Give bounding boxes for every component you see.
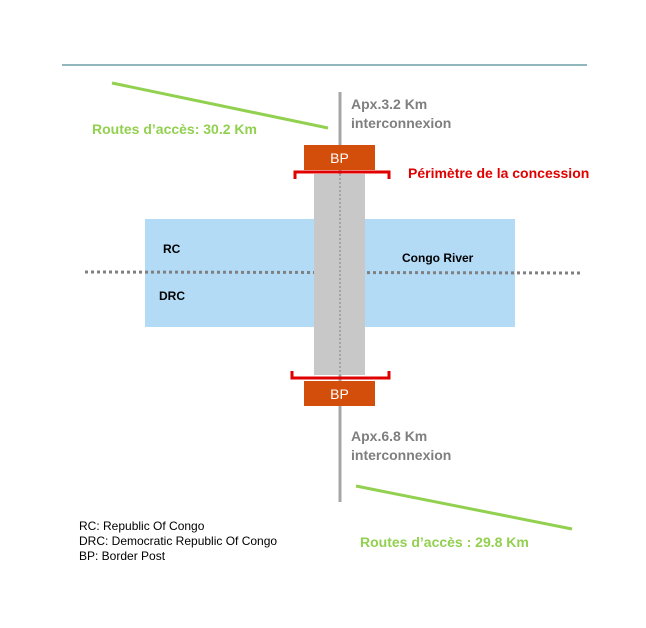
top-interconnection-label: Apx.3.2 Km interconnexion (351, 95, 451, 133)
concession-label: Périmètre de la concession (408, 165, 590, 181)
legend: RC: Republic Of Congo DRC: Democratic Re… (79, 519, 277, 564)
border-post-bottom-label: BP (330, 385, 349, 402)
river-name-label: Congo River (402, 251, 474, 265)
legend-rc: RC: Republic Of Congo (79, 519, 205, 533)
access-road-top-line (111, 81, 329, 130)
border-post-top-box (304, 145, 375, 170)
access-road-top-label: Routes d’accès: 30.2 Km (92, 121, 257, 137)
legend-drc: DRC: Democratic Republic Of Congo (79, 534, 278, 548)
bottom-distance-text: Apx.6.8 Km (351, 428, 428, 444)
access-road-bottom-line (355, 484, 573, 531)
bottom-interconnexion-text: interconnexion (351, 447, 452, 463)
top-interconnexion-text: interconnexion (351, 115, 452, 131)
rc-label: RC (163, 242, 181, 256)
access-road-bottom-label: Routes d’accès : 29.8 Km (360, 534, 529, 550)
border-post-top-label: BP (330, 149, 349, 166)
drc-label: DRC (159, 289, 185, 303)
top-distance-text: Apx.3.2 Km (351, 96, 428, 112)
concession-bracket-bottom (290, 371, 391, 380)
legend-bp: BP: Border Post (79, 549, 166, 563)
concession-bracket-top (293, 170, 391, 179)
border-post-bottom-box (304, 381, 375, 406)
bottom-interconnection-label: Apx.6.8 Km interconnexion (351, 427, 451, 465)
